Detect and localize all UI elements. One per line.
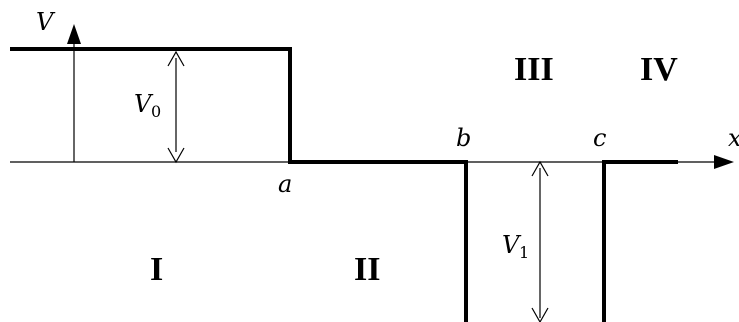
region-iv-label: IV (640, 51, 678, 88)
point-b-label: b (456, 124, 471, 152)
v1-label: V (502, 231, 522, 259)
region-iii-label: III (514, 51, 554, 88)
region-i-label: I (150, 251, 163, 288)
x-axis-label: x (728, 124, 739, 152)
v0-arrow-top (167, 50, 185, 67)
x-axis-arrowhead (714, 155, 734, 169)
potential-well-right-edge (602, 160, 678, 322)
v-axis-arrowhead (67, 24, 81, 44)
region-ii-label: II (354, 251, 380, 288)
v0-arrow-bottom (167, 147, 185, 164)
v0-label: V (134, 90, 154, 118)
v1-arrow-top (531, 160, 549, 177)
point-c-label: c (593, 124, 606, 152)
point-a-label: a (278, 170, 292, 198)
v1-arrow-bottom (531, 307, 549, 322)
v-axis-label: V (36, 8, 56, 36)
v1-label-subscript: 1 (519, 243, 529, 262)
v0-label-subscript: 0 (151, 102, 161, 121)
potential-step-barrier (10, 47, 468, 322)
